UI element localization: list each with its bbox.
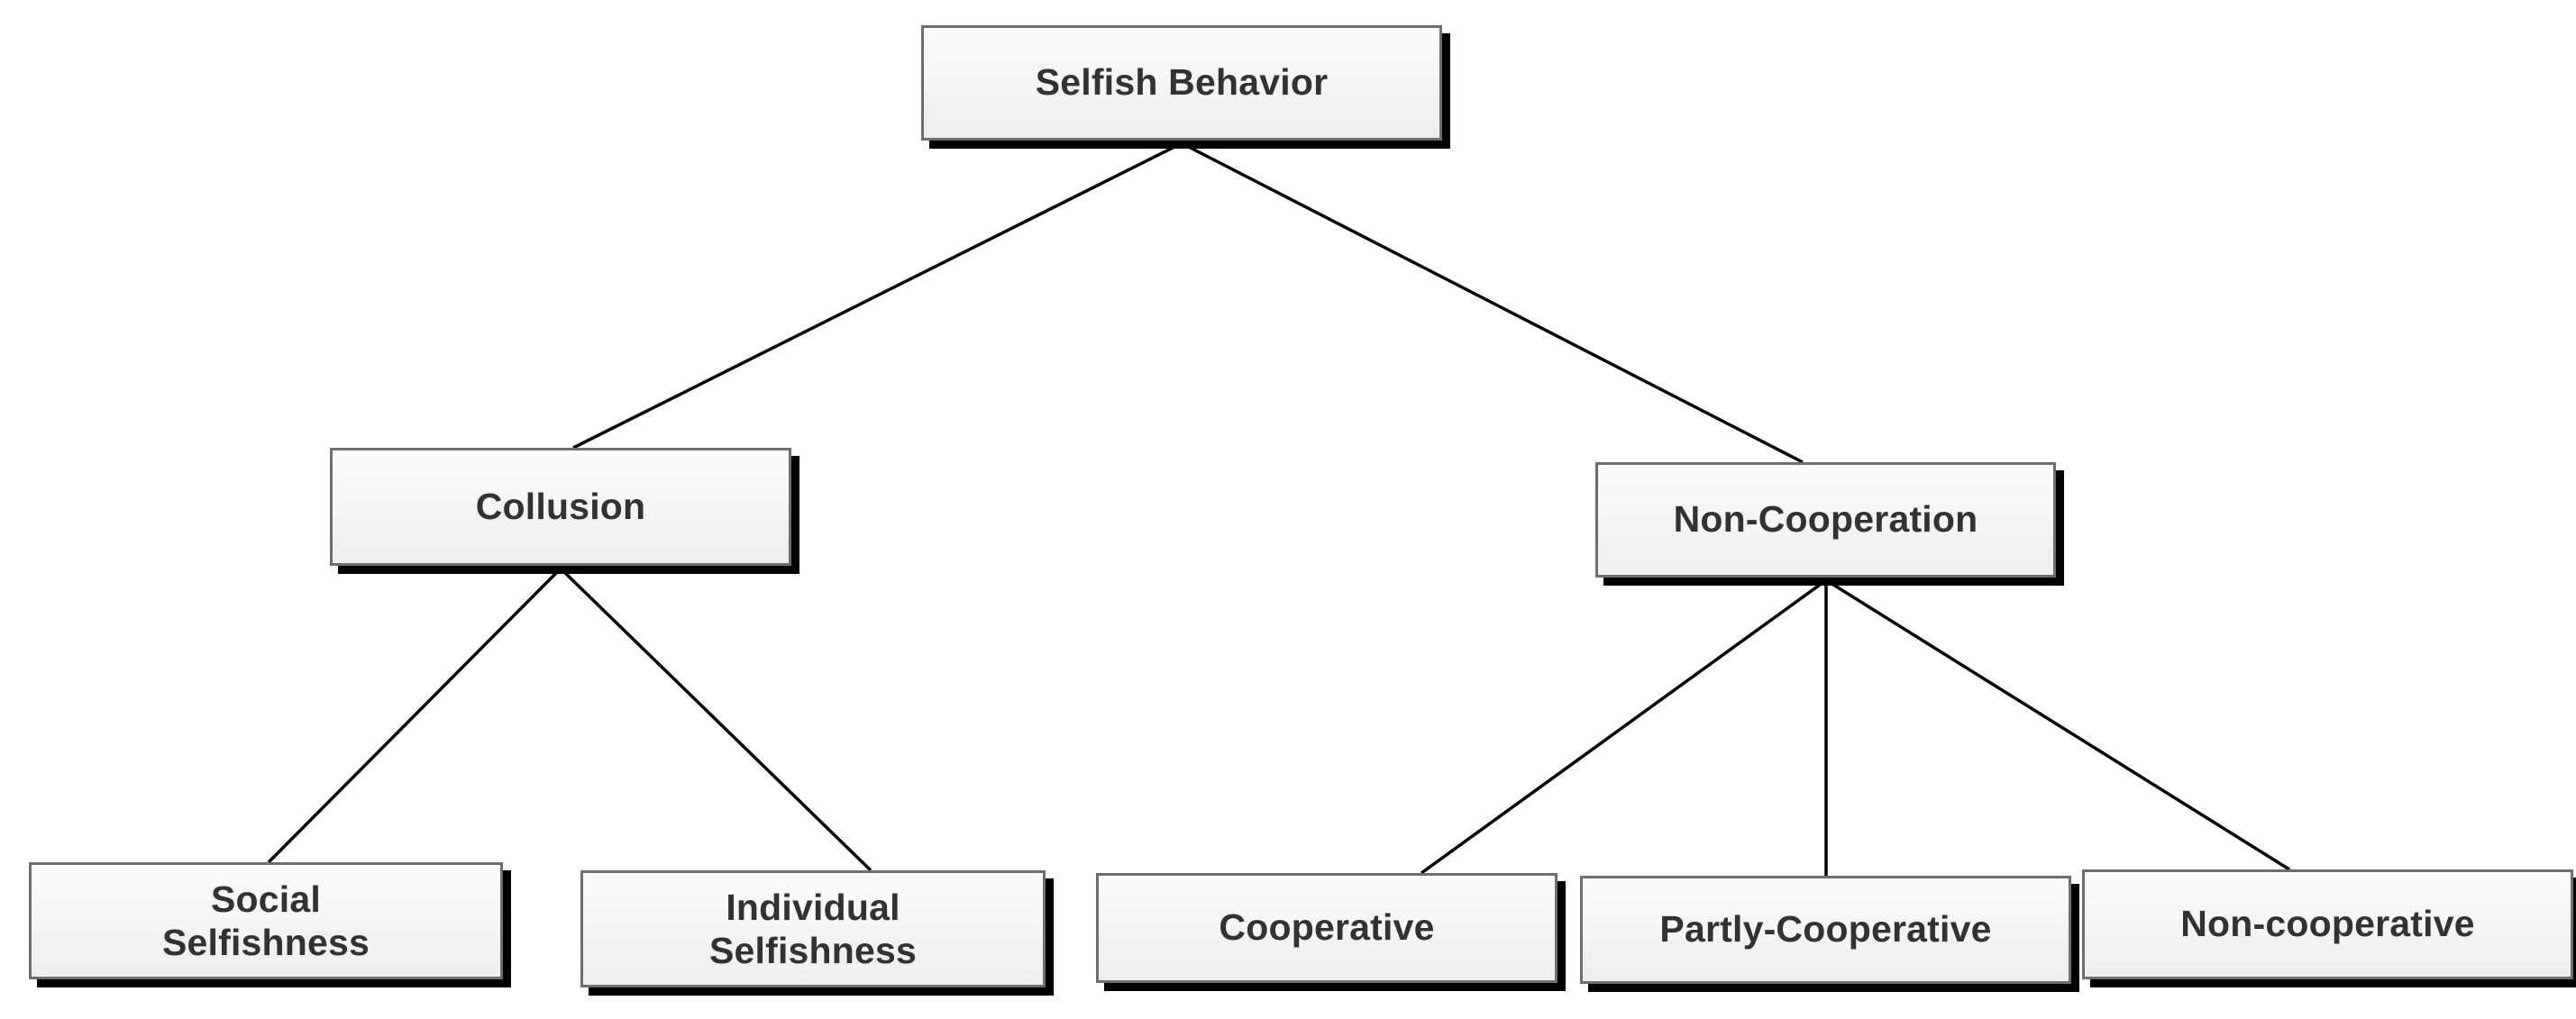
connector-non-cooperation-to-cooperative xyxy=(1420,578,1828,875)
node-collusion[interactable]: Collusion xyxy=(330,448,791,566)
node-selfish-behavior[interactable]: Selfish Behavior xyxy=(921,25,1442,141)
node-label: Social Selfishness xyxy=(161,878,370,963)
node-label: Partly-Cooperative xyxy=(1659,908,1992,951)
node-cooperative[interactable]: Cooperative xyxy=(1096,873,1557,983)
node-label: Non-Cooperation xyxy=(1673,498,1978,541)
connector-selfish-behavior-to-collusion xyxy=(572,141,1183,450)
node-label: Collusion xyxy=(475,485,646,527)
connector-non-cooperation-to-non-cooperative xyxy=(1825,578,2290,871)
node-non-cooperation[interactable]: Non-Cooperation xyxy=(1595,462,2056,578)
node-social-selfishness[interactable]: Social Selfishness xyxy=(29,862,503,979)
node-individual-selfishness[interactable]: Individual Selfishness xyxy=(580,870,1046,987)
connector-collusion-to-individual-selfishness xyxy=(559,567,872,872)
node-label: Selfish Behavior xyxy=(1035,61,1329,104)
node-label: Non-cooperative xyxy=(2180,903,2475,945)
node-non-cooperative[interactable]: Non-cooperative xyxy=(2082,869,2573,979)
node-label: Cooperative xyxy=(1219,906,1435,949)
node-label: Individual Selfishness xyxy=(708,886,918,971)
connector-collusion-to-social-selfishness xyxy=(267,567,562,864)
node-partly-cooperative[interactable]: Partly-Cooperative xyxy=(1580,876,2071,984)
connector-selfish-behavior-to-non-cooperation xyxy=(1181,141,1804,464)
